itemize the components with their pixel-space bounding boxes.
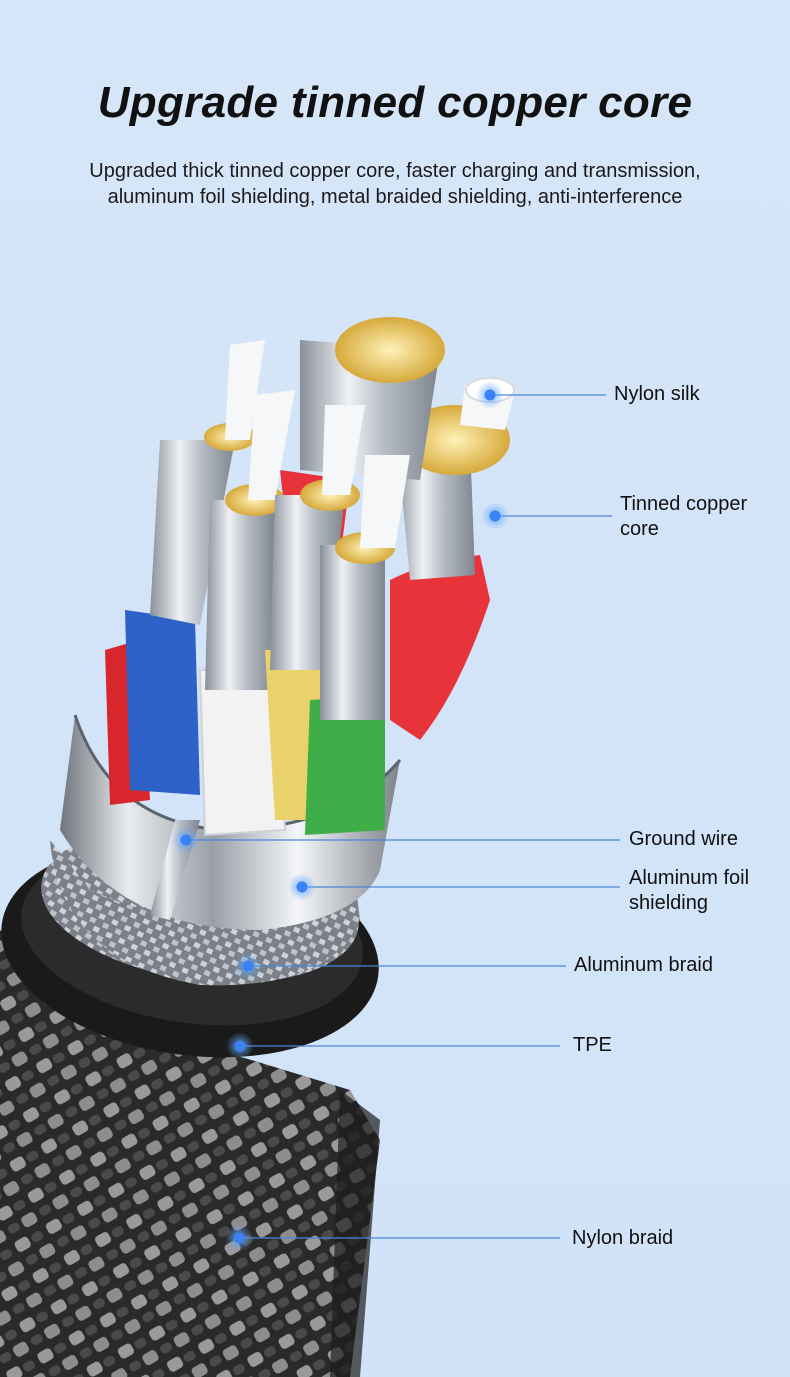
label-tinned-copper-core-line1: Tinned copper [620,493,748,515]
dot-ground-wire [180,834,192,846]
label-aluminum-braid: Aluminum braid [574,954,713,976]
dot-nylon-braid [233,1232,245,1244]
label-nylon-braid: Nylon braid [572,1227,674,1249]
label-tpe: TPE [573,1034,612,1056]
dot-nylon-silk [484,389,496,401]
label-aluminum-foil-shielding: Aluminum foil shielding [629,866,749,916]
label-aluminum-foil-line2: shielding [629,892,708,914]
label-tinned-copper-core: Tinned copper core [620,492,747,542]
page-title: Upgrade tinned copper core [97,78,693,127]
subtitle-line-2: aluminum foil shielding, metal braided s… [107,186,683,208]
dot-tinned-copper-core [489,510,501,522]
dot-tpe [234,1040,246,1052]
label-tinned-copper-core-line2: core [620,518,659,540]
subtitle-line-1: Upgraded thick tinned copper core, faste… [89,160,701,182]
label-ground-wire: Ground wire [629,828,738,850]
label-aluminum-foil-line1: Aluminum foil [629,867,750,889]
dot-aluminum-braid [242,960,254,972]
page-subtitle: Upgraded thick tinned copper core, faste… [0,158,790,210]
dot-aluminum-foil [296,881,308,893]
callout-markers [172,381,620,1252]
label-nylon-silk: Nylon silk [614,383,700,405]
conductor-green [305,455,410,835]
nylon-braid-jacket [0,930,380,1377]
conductor-blue [125,340,265,795]
conductor-white [198,390,295,837]
